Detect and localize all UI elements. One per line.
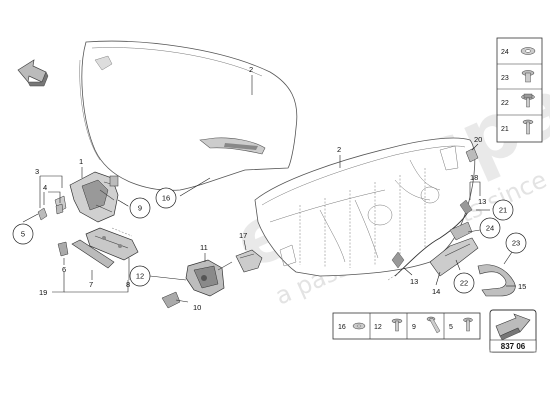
flange-bolt-icon [521, 93, 535, 108]
leader-lines [22, 75, 516, 303]
callout-13-mid: 13 [410, 277, 418, 286]
inner-handle-bracket [85, 227, 139, 261]
callout-17: 17 [239, 231, 247, 240]
svg-text:21: 21 [499, 206, 507, 215]
callout-13-right: 13 [478, 197, 486, 206]
door-latch [161, 259, 233, 309]
svg-text:16: 16 [162, 194, 170, 203]
circled-callout-21: 21 [492, 199, 514, 221]
callout-15: 15 [518, 282, 526, 291]
circled-callout-9: 9 [129, 197, 151, 219]
callout-6: 6 [62, 265, 66, 274]
screw-icon [463, 317, 473, 332]
legend-cell-12: 12 [374, 318, 403, 332]
svg-text:24: 24 [486, 224, 494, 233]
bolt-icon [391, 318, 403, 332]
plain-callouts: 1 2 2 3 4 6 7 8 10 11 13 13 14 15 17 18 … [35, 65, 526, 312]
circled-callout-16: 16 [155, 187, 177, 209]
svg-text:5: 5 [21, 230, 25, 239]
callout-3: 3 [35, 167, 39, 176]
svg-text:23: 23 [501, 75, 509, 82]
fastener-legend-right: 24 23 22 21 [496, 37, 543, 143]
callout-10: 10 [193, 303, 201, 312]
next-page-arrow-icon[interactable] [495, 313, 531, 341]
callout-11: 11 [200, 243, 208, 252]
latch-bracket [235, 249, 263, 273]
rivet-icon [521, 70, 535, 83]
svg-text:24: 24 [501, 49, 509, 56]
inner-door-panel [254, 137, 476, 277]
svg-text:23: 23 [512, 239, 520, 248]
clip-parts [37, 203, 64, 221]
callout-14: 14 [432, 287, 440, 296]
direction-arrow-icon [17, 59, 49, 87]
legend-cell-5: 5 [449, 317, 473, 332]
striker-clip [465, 147, 479, 163]
door-seal [477, 264, 516, 297]
diagram-code: 837 06 [501, 342, 526, 351]
circled-callout-12: 12 [129, 265, 151, 287]
legend-cell-16: 16 [338, 322, 366, 331]
door-lock-mechanism [54, 171, 136, 223]
washer-icon [520, 47, 536, 55]
cable-bracket [429, 221, 479, 277]
callout-7: 7 [89, 280, 93, 289]
outer-door-panel [79, 40, 298, 191]
callout-1: 1 [79, 157, 83, 166]
washer-icon [352, 322, 366, 330]
callout-19: 19 [39, 288, 47, 297]
fastener-legend-bottom: 16 12 9 5 [332, 312, 481, 340]
svg-text:22: 22 [460, 279, 468, 288]
legend-row-24: 24 [501, 47, 536, 56]
svg-text:16: 16 [338, 324, 346, 331]
trim-strip [57, 239, 115, 269]
release-cable [387, 199, 473, 281]
callout-20: 20 [474, 135, 482, 144]
legend-cell-9: 9 [412, 316, 441, 334]
circled-callout-5: 5 [12, 223, 34, 245]
svg-text:21: 21 [501, 126, 509, 133]
diagram-nav-box[interactable]: 837 06 [489, 309, 537, 353]
callout-18: 18 [470, 173, 478, 182]
legend-row-21: 21 [501, 119, 534, 135]
svg-text:9: 9 [138, 204, 142, 213]
svg-text:22: 22 [501, 100, 509, 107]
circled-callouts: 5 9 12 16 21 22 23 24 [12, 187, 527, 294]
callout-4: 4 [43, 183, 47, 192]
long-bolt-icon [426, 316, 441, 334]
circled-callout-24: 24 [479, 217, 501, 239]
legend-row-22: 22 [501, 93, 535, 108]
svg-text:12: 12 [136, 272, 144, 281]
screw-icon [522, 119, 534, 135]
svg-text:5: 5 [449, 324, 453, 331]
svg-text:12: 12 [374, 324, 382, 331]
circled-callout-23: 23 [505, 232, 527, 254]
callout-8: 8 [126, 280, 130, 289]
legend-row-23: 23 [501, 70, 535, 83]
svg-text:9: 9 [412, 324, 416, 331]
callout-2-inner: 2 [337, 145, 341, 154]
circled-callout-22: 22 [453, 272, 475, 294]
callout-2-outer: 2 [249, 65, 253, 74]
